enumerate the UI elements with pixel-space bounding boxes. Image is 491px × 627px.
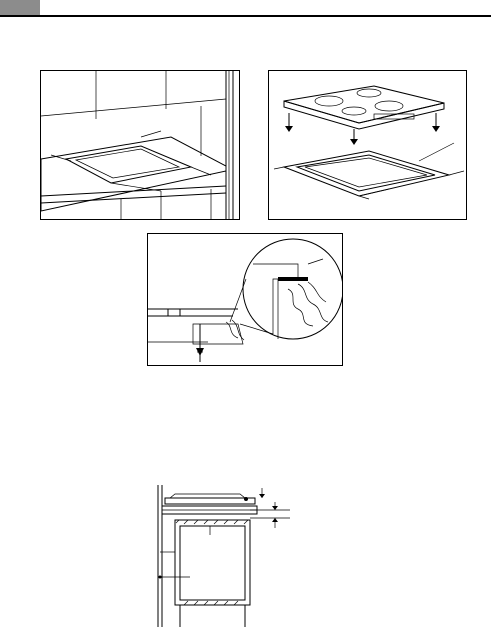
- hob-placement-drawing-icon: [269, 71, 466, 219]
- figure-worktop-cutout: [40, 70, 240, 220]
- figure-hob-placement: [268, 70, 467, 220]
- cabinet-installation-section-drawing-icon: [150, 480, 290, 627]
- header-rule: [0, 15, 491, 17]
- seal-fixing-detail-drawing-icon: [148, 234, 342, 365]
- worktop-cutout-drawing-icon: [41, 71, 239, 219]
- figure-seal-detail: [147, 233, 343, 366]
- header-tab: [0, 0, 40, 15]
- figure-cabinet-section: [150, 480, 290, 627]
